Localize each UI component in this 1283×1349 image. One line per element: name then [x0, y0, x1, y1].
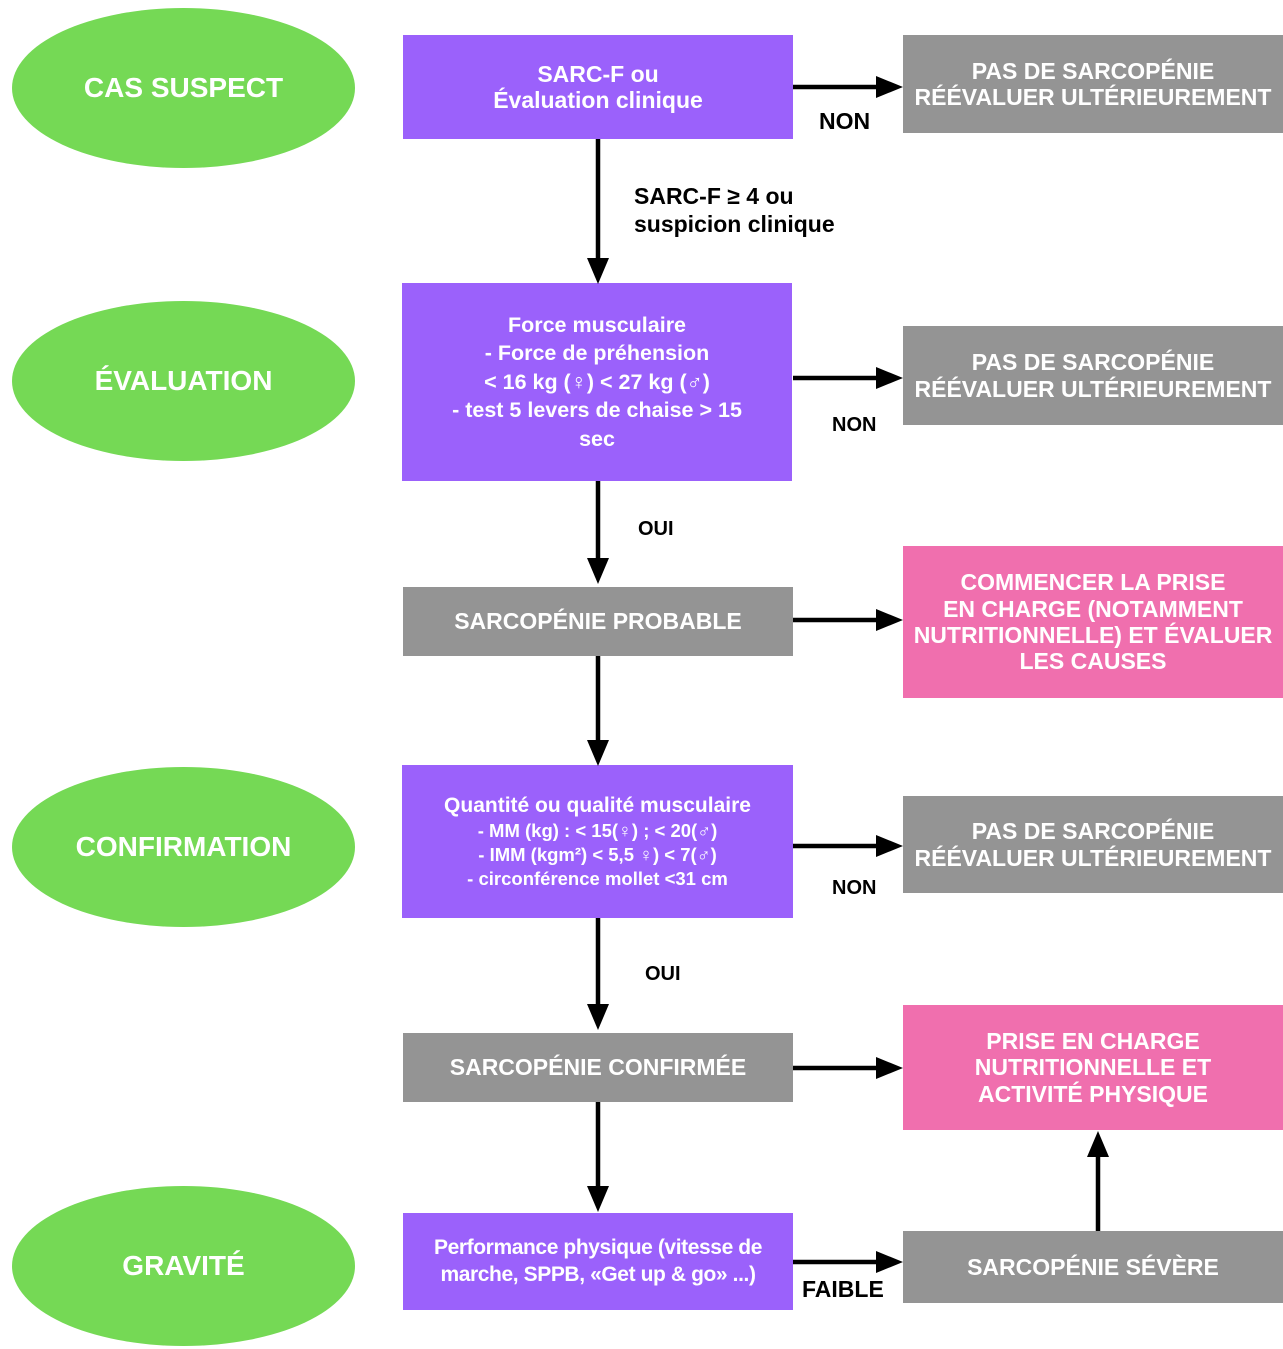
pas2-line-2: RÉÉVALUER ULTÉRIEUREMENT: [914, 375, 1272, 402]
commencer-line-3: NUTRITIONNELLE) ET ÉVALUER: [913, 622, 1273, 648]
sarcopenie-confirmee-box: SARCOPÉNIE CONFIRMÉE: [403, 1033, 793, 1102]
label-oui-2: OUI: [645, 963, 681, 985]
performance-line-2: marche, SPPB, «Get up & go» ...): [440, 1262, 756, 1286]
stage-confirmation-label: CONFIRMATION: [75, 831, 292, 862]
pas3-line-1: PAS DE SARCOPÉNIE: [971, 818, 1215, 845]
arrowhead-up-1: [1087, 1131, 1109, 1157]
arrowhead-right-1: [876, 76, 903, 98]
pas-de-sarcopenie-box-2: PAS DE SARCOPÉNIE RÉÉVALUER ULTÉRIEUREME…: [903, 326, 1283, 425]
prise-line-1: PRISE EN CHARGE: [986, 1027, 1200, 1054]
label-non-2: NON: [832, 414, 877, 436]
stage-confirmation: CONFIRMATION: [12, 767, 355, 927]
quantite-line-1: Quantité ou qualité musculaire: [444, 793, 751, 817]
arrowhead-down-4: [587, 1004, 609, 1030]
commencer-line-4: LES CAUSES: [1019, 648, 1167, 675]
prise-en-charge-box: PRISE EN CHARGE NUTRITIONNELLE ET ACTIVI…: [903, 1005, 1283, 1130]
pas3-line-2: RÉÉVALUER ULTÉRIEUREMENT: [914, 844, 1272, 871]
prise-line-3: ACTIVITÉ PHYSIQUE: [977, 1080, 1209, 1107]
arrowhead-down-1: [587, 258, 609, 284]
arrowhead-right-2: [876, 367, 903, 389]
stage-cas-suspect-label: CAS SUSPECT: [83, 72, 284, 103]
pas2-line-1: PAS DE SARCOPÉNIE: [971, 349, 1215, 376]
stage-evaluation-label: ÉVALUATION: [94, 365, 273, 396]
stage-evaluation: ÉVALUATION: [12, 301, 355, 461]
commencer-prise-en-charge-box: COMMENCER LA PRISE EN CHARGE (NOTAMMENT …: [903, 546, 1283, 698]
force-line-2: - Force de préhension: [484, 341, 710, 366]
stage-gravite: GRAVITÉ: [12, 1186, 355, 1346]
pas1-line-1: PAS DE SARCOPÉNIE: [971, 57, 1215, 84]
arrowhead-down-2: [587, 558, 609, 584]
label-sarcf-condition: SARC-F ≥ 4 ou suspicion clinique: [634, 182, 835, 238]
performance-line-1: Performance physique (vitesse de: [434, 1236, 762, 1260]
commencer-line-1: COMMENCER LA PRISE: [960, 569, 1226, 596]
quantite-musculaire-box: Quantité ou qualité musculaire - MM (kg)…: [402, 765, 793, 918]
label-non-1: NON: [819, 108, 871, 134]
arrowhead-down-5: [587, 1186, 609, 1212]
sarcopenie-severe-box: SARCOPÉNIE SÉVÈRE: [903, 1231, 1283, 1303]
sarcf-line-2: Évaluation clinique: [493, 87, 703, 113]
stage-cas-suspect: CAS SUSPECT: [12, 8, 355, 168]
quantite-line-4: - circonférence mollet <31 cm: [467, 868, 728, 890]
quantite-line-3: - IMM (kgm²) < 5,5 ♀) < 7(♂): [478, 844, 717, 866]
force-line-3: < 16 kg (♀) < 27 kg (♂): [484, 369, 710, 394]
prise-line-2: NUTRITIONNELLE ET: [974, 1054, 1212, 1081]
performance-physique-box: Performance physique (vitesse de marche,…: [403, 1213, 793, 1310]
severe-label: SARCOPÉNIE SÉVÈRE: [967, 1253, 1219, 1280]
arrowhead-right-6: [876, 1251, 903, 1273]
confirmee-label: SARCOPÉNIE CONFIRMÉE: [449, 1054, 747, 1081]
force-musculaire-box: Force musculaire - Force de préhension <…: [402, 283, 792, 481]
pas1-line-2: RÉÉVALUER ULTÉRIEUREMENT: [914, 84, 1272, 110]
quantite-line-2: - MM (kg) : < 15(♀) ; < 20(♂): [477, 820, 718, 842]
arrowhead-down-3: [587, 740, 609, 766]
force-line-1: Force musculaire: [507, 312, 687, 337]
sarcf-condition-line-2: suspicion clinique: [634, 211, 835, 238]
force-line-4: - test 5 levers de chaise > 15: [452, 398, 742, 423]
pas-de-sarcopenie-box-1: PAS DE SARCOPÉNIE RÉÉVALUER ULTÉRIEUREME…: [903, 35, 1283, 133]
sarcopenie-probable-box: SARCOPÉNIE PROBABLE: [403, 587, 793, 656]
stage-gravite-label: GRAVITÉ: [122, 1250, 245, 1281]
probable-label: SARCOPÉNIE PROBABLE: [454, 608, 742, 635]
arrowhead-right-4: [876, 835, 903, 857]
label-non-3: NON: [832, 877, 877, 899]
pas-de-sarcopenie-box-3: PAS DE SARCOPÉNIE RÉÉVALUER ULTÉRIEUREME…: [903, 796, 1283, 893]
label-oui-1: OUI: [638, 518, 674, 540]
sarcf-box: SARC-F ou Évaluation clinique: [403, 35, 793, 139]
commencer-line-2: EN CHARGE (NOTAMMENT: [943, 595, 1243, 622]
sarcf-condition-line-1: SARC-F ≥ 4 ou: [634, 183, 794, 209]
arrowhead-right-3: [876, 609, 903, 631]
arrowhead-right-5: [876, 1057, 903, 1079]
sarcf-line-1: SARC-F ou: [537, 60, 659, 87]
force-line-5: sec: [579, 426, 615, 451]
label-faible: FAIBLE: [802, 1276, 884, 1302]
